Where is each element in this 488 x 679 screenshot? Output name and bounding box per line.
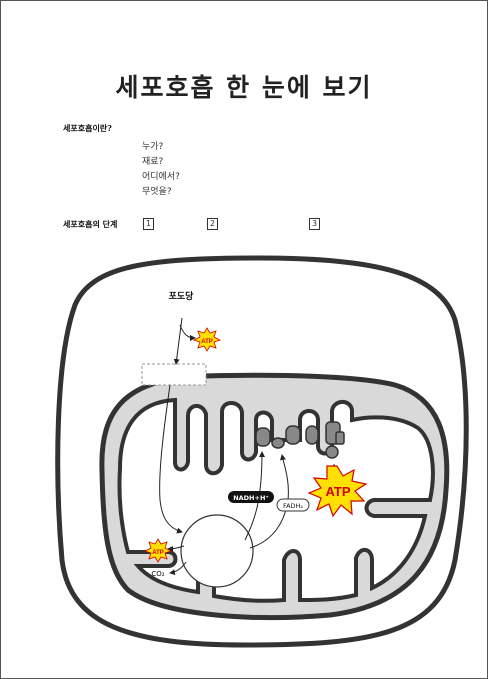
glucose-label: 포도당 — [169, 290, 195, 302]
fadh-label: FADH₂ — [283, 502, 303, 510]
atp-label-small-top: ATP — [201, 339, 213, 345]
atp-label-large: ATP — [325, 484, 350, 499]
nadh-label: NADH+H⁺ — [233, 494, 269, 502]
atp-synthase — [326, 446, 338, 458]
krebs-cycle-circle — [181, 515, 253, 587]
atp-label-small-bottom: ATP — [152, 550, 164, 556]
glycolysis-blank-box — [142, 364, 206, 385]
co2-label: CO₂ — [151, 570, 164, 578]
